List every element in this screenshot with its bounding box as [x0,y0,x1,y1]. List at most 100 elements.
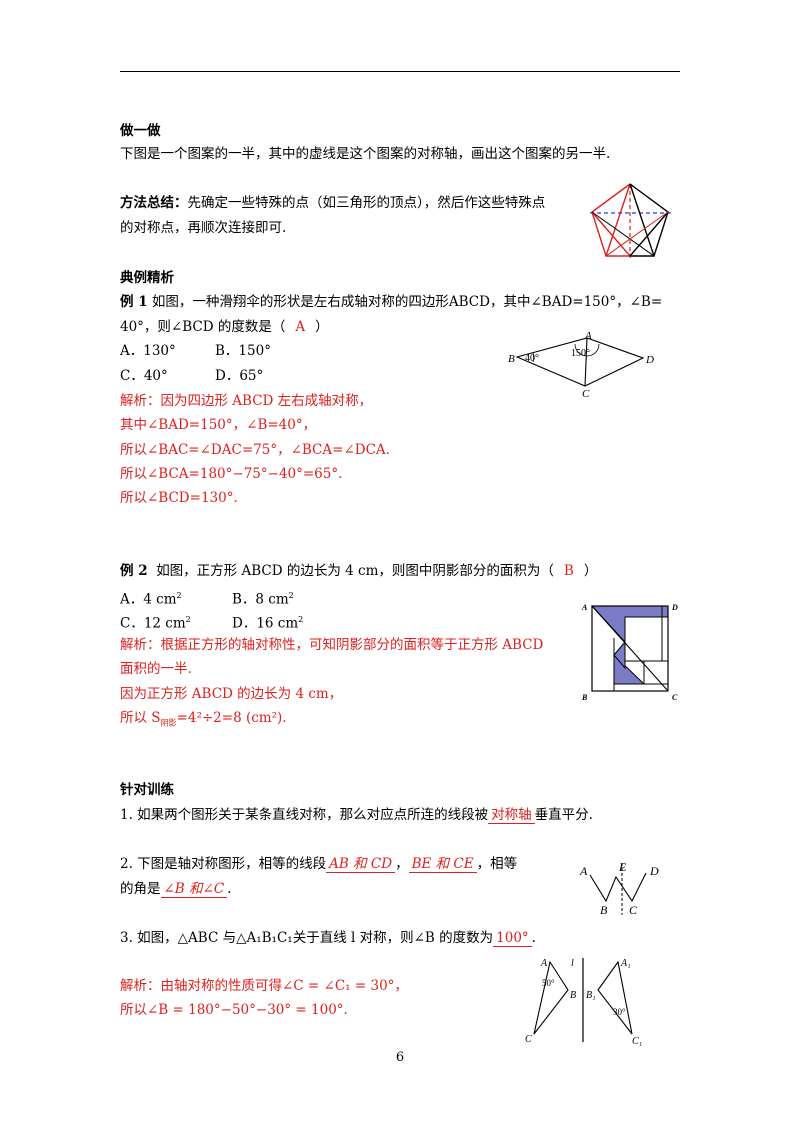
reflection-figure: A B C l A₁ B₁ C₁ 50° 30° [525,958,642,1047]
q3-post: . [531,930,536,946]
refl-label-l: l [571,958,574,969]
square-label-c: C [672,693,678,702]
example1-option-b: B．150° [215,343,271,359]
refl-angle-30: 30° [613,1007,626,1017]
example2-sol4-sub: 阴影 [160,718,177,728]
example1-solution3: 所以∠BAC=∠DAC=75°，∠BCA=∠DCA. [120,442,390,458]
example1-paren: ） [315,319,329,335]
page-number: 6 [395,1050,405,1065]
kite-label-a: A [584,330,592,342]
example2-line1: 例 2 如图，正方形 ABCD 的边长为 4 cm，则图中阴影部分的面积为（ B ） [120,561,597,581]
q2-answer-blank1: AB 和 CD [326,856,396,873]
q2-sep: ， [395,856,409,872]
kite-angle-40: 40° [525,353,539,364]
example2-option-a-sup: 2 [176,591,182,600]
square-label-a: A [581,603,588,612]
q3-solution2: 所以∠B = 180°−50°−30° = 100°. [120,1002,348,1018]
q2-answer-blank3: ∠B 和∠C [160,881,228,898]
section-heading-zuoyizuo: 做一做 [120,123,161,139]
example1-answer: A [295,319,306,335]
example1-options-cd: C．40° D．65° [120,366,263,386]
example1-option-a: A．130° [120,343,176,359]
square-label-d: D [671,603,678,612]
q1-text: 1. 如果两个图形关于某条直线对称，那么对应点所连的线段被 [120,807,489,823]
example2-option-d-wrap: D．16 cm2 [232,610,303,634]
q2-line2-post: . [227,881,232,897]
example2-solution4: 所以 S阴影=4²÷2=8 (cm²). [120,708,287,734]
method-text1: 先确定一些特殊的点（如三角形的顶点），然后作这些特殊点 [187,195,546,211]
q1-answer-blank: 对称轴 [488,807,535,824]
method-label: 方法总结： [120,195,188,211]
example2-option-b-sup: 2 [288,591,294,600]
wv-label-b: B [600,903,608,917]
kite-label-d: D [645,354,654,366]
example1-options-ab: A．130° B．150° [120,341,271,361]
q2-answer-blank2: BE 和 CE [408,856,477,873]
example2-text1: 如图，正方形 ABCD 的边长为 4 cm，则图中阴影部分的面积为（ [156,563,554,579]
example2-option-b-wrap: B．8 cm2 [232,586,294,610]
q3-answer-blank: 100° [493,930,532,947]
example2-option-d-sup: 2 [298,615,304,624]
wv-label-a: A [579,864,588,878]
wv-label-e: E [618,860,627,874]
example1-text2: 40°，则∠BCD 的度数是（ [120,319,286,335]
wv-figure: A B E C D [579,860,659,917]
section-heading-training: 针对训练 [120,782,174,798]
refl-label-b1: B₁ [586,990,596,1001]
example1-solution1: 解析：因为四边形 ABCD 左右成轴对称， [120,393,373,409]
q2-post: ，相等 [476,856,518,872]
example1-solution4: 所以∠BCA=180°−75°−40°=65°. [120,466,343,482]
kite-label-c: C [582,388,590,400]
example2-sol4-post: =4²÷2=8 (cm²). [176,710,287,726]
q2-line2: 的角是∠B 和∠C. [120,879,231,899]
example2-paren: ） [583,563,598,579]
kite-angle-150: 150° [571,348,590,359]
q2-line2-text: 的角是 [120,881,161,897]
method-line2: 的对称点，再顺次连接即可. [120,220,287,236]
kite-label-b: B [508,353,515,365]
example1-text1: 如图，一种滑翔伞的形状是左右成轴对称的四边形ABCD，其中∠BAD=150°，∠… [151,294,663,310]
example2-option-c: C．12 cm [120,615,186,632]
example2-solution1: 解析：根据正方形的轴对称性，可知阴影部分的面积等于正方形 ABCD [120,637,544,653]
q1-line: 1. 如果两个图形关于某条直线对称，那么对应点所连的线段被对称轴垂直平分. [120,805,593,825]
example1-option-c: C．40° [120,368,168,384]
square-figure: A D B C [581,603,678,702]
section-heading-dianli: 典例精析 [120,270,174,286]
example1-line2: 40°，则∠BCD 的度数是（ A ） [120,317,329,337]
q1-post: 垂直平分. [534,807,593,823]
refl-angle-50: 50° [542,978,555,988]
example2-answer: B [563,563,574,579]
example2-option-c-sup: 2 [185,615,191,624]
q3-solution1: 解析：由轴对称的性质可得∠C = ∠C₁ = 30°， [120,978,408,994]
wv-label-c: C [629,903,638,917]
example1-option-d: D．65° [215,368,264,384]
method-line1: 方法总结：先确定一些特殊的点（如三角形的顶点），然后作这些特殊点 [120,193,545,213]
zuoyizuo-text: 下图是一个图案的一半，其中的虚线是这个图案的对称轴，画出这个图案的另一半. [120,146,611,162]
refl-label-a1: A₁ [620,958,631,969]
refl-label-a: A [540,958,548,969]
example2-solution2: 面积的一半. [120,661,192,677]
refl-label-c: C [525,1034,532,1045]
example1-label: 例 1 [120,294,148,310]
example2-option-b: B．8 cm [232,591,289,608]
example1-solution2: 其中∠BAD=150°，∠B=40°， [120,417,317,433]
square-label-b: B [581,693,588,702]
header-rule [120,71,680,72]
q2-text: 2. 下图是轴对称图形，相等的线段 [120,856,327,872]
example2-solution3: 因为正方形 ABCD 的边长为 4 cm， [120,686,343,702]
q3-text: 3. 如图，△ABC 与△A₁B₁C₁关于直线 l 对称，则∠B 的度数为 [120,930,494,946]
example2-option-d: D．16 cm [232,615,299,632]
wv-label-d: D [649,864,659,878]
example2-sol4-pre: 所以 S [120,710,161,726]
pentagon-figure [590,183,672,258]
kite-figure: A B C D 40° 150° [508,330,654,400]
refl-label-b: B [570,990,576,1001]
example1-line1: 例 1 如图，一种滑翔伞的形状是左右成轴对称的四边形ABCD，其中∠BAD=15… [120,292,662,312]
example2-label: 例 2 [120,563,148,579]
example2-option-a: A．4 cm [120,591,177,608]
refl-label-c1: C₁ [632,1036,642,1047]
